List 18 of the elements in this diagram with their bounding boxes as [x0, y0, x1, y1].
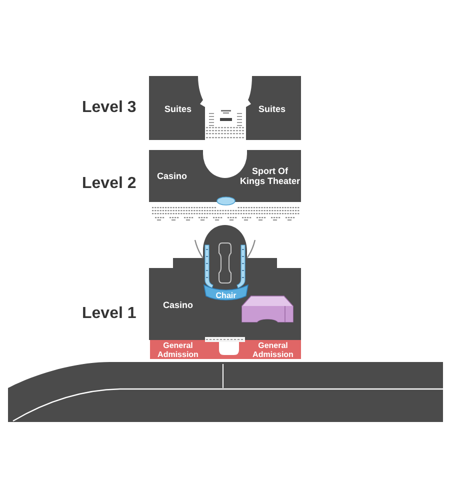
- section-label: Casino: [163, 300, 193, 310]
- section-label: Chair: [216, 290, 236, 300]
- section-label: Sport Of Kings Theater: [240, 166, 300, 186]
- suites-area: [246, 76, 301, 140]
- section-label: General Admission: [252, 340, 294, 358]
- level-label: Level 3: [82, 99, 136, 117]
- section-label: Casino: [157, 171, 187, 181]
- section-label: Suites: [258, 104, 286, 114]
- suites-area: [149, 76, 205, 140]
- level-label: Level 1: [82, 305, 136, 323]
- seating-section: [204, 285, 248, 300]
- level-label: Level 2: [82, 175, 136, 193]
- floor-block: [149, 150, 301, 202]
- section-label: Suites: [164, 104, 192, 114]
- seating-section: [242, 296, 293, 322]
- section-label: General Admission: [156, 340, 200, 358]
- admission-area: [150, 340, 301, 359]
- floor-block: [149, 225, 301, 340]
